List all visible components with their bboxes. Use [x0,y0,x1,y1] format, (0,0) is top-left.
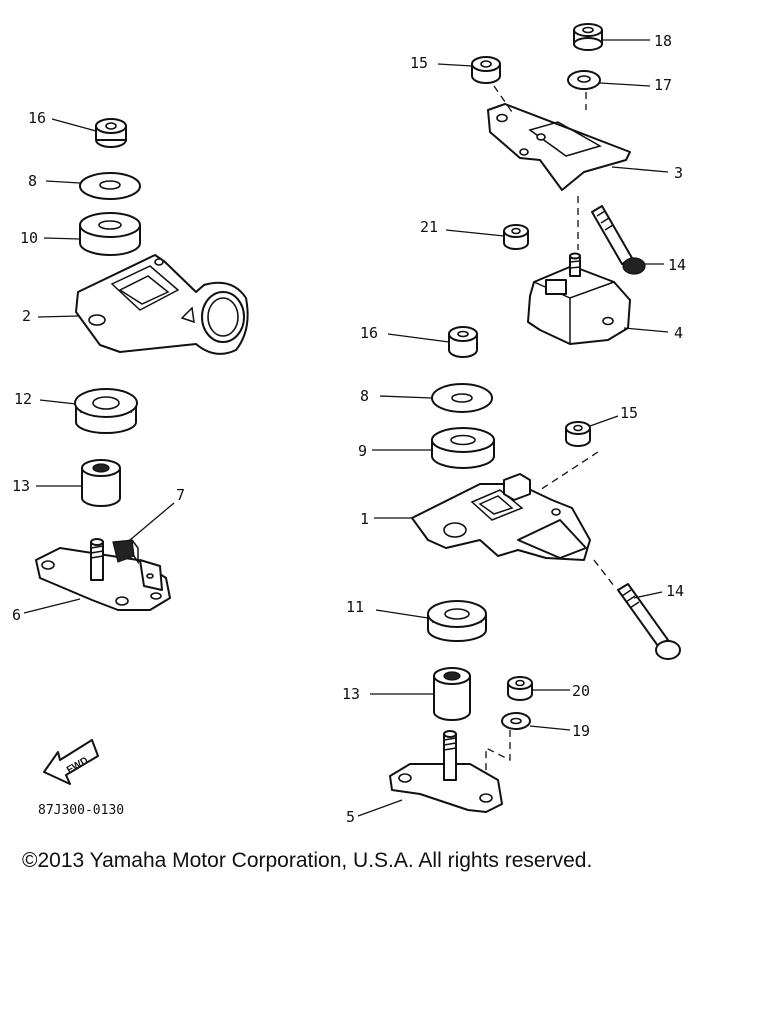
part-9-damper[interactable] [431,427,495,469]
part-5-plate[interactable] [389,730,503,813]
part-13-collar[interactable] [433,667,471,721]
copyright-notice: ©2013 Yamaha Motor Corporation, U.S.A. A… [22,849,593,872]
leader-12 [39,399,77,405]
leader-3 [611,166,669,173]
leader-6 [23,598,81,614]
axis-line [593,559,615,587]
part-2-bracket[interactable] [75,254,249,355]
leader-14b [633,591,663,599]
part-7-clip[interactable] [112,539,139,565]
part-17-washer[interactable] [567,70,601,90]
callout-1: 1 [360,510,369,528]
leader-5 [357,799,403,817]
callout-12: 12 [14,390,32,408]
axis-line [485,730,511,790]
callout-8a: 8 [28,172,37,190]
callout-11: 11 [346,598,364,616]
leader-8a [45,180,81,184]
callout-17: 17 [654,76,672,94]
part-16-nut[interactable] [448,326,478,358]
callout-13b: 13 [342,685,360,703]
diagram-code: 87J300-0130 [38,803,124,818]
callout-18: 18 [654,32,672,50]
callout-15a: 15 [410,54,428,72]
leader-16b [387,333,450,343]
leader-17 [599,82,651,87]
parts-diagram: 16 8 10 2 12 13 [12,23,686,826]
callout-9: 9 [358,442,367,460]
leader-19 [529,725,571,731]
callout-20: 20 [572,682,590,700]
callout-14a: 14 [668,256,686,274]
leader-10 [43,237,81,240]
callout-21: 21 [420,218,438,236]
part-11-rubber-mount[interactable] [427,600,487,642]
callout-4: 4 [674,324,683,342]
leader-2 [37,315,79,318]
callout-19: 19 [572,722,590,740]
part-12-rubber-mount[interactable] [74,388,138,434]
callout-16a: 16 [28,109,46,127]
part-20-nut[interactable] [507,676,533,701]
leader-16a [51,118,97,132]
part-3-plate[interactable] [487,103,631,191]
callout-14b: 14 [666,582,684,600]
part-15-nut[interactable] [471,56,501,84]
callout-2: 2 [22,307,31,325]
callout-6: 6 [12,606,21,624]
part-21-nut[interactable] [503,224,529,250]
leader-4 [623,327,669,333]
leader-21 [445,229,505,237]
part-6-plate[interactable] [35,538,171,611]
leader-11 [375,609,429,619]
part-15-nut[interactable] [565,421,591,447]
axis-line [493,85,513,113]
leader-15b [589,415,619,427]
fwd-arrow-icon: FWD [43,739,99,785]
axis-line [539,451,599,491]
part-8-washer[interactable] [79,172,141,200]
callout-13a: 13 [12,477,30,495]
callout-10: 10 [20,229,38,247]
callout-3: 3 [674,164,683,182]
part-19-washer[interactable] [501,712,531,730]
part-14-bolt[interactable] [591,205,646,275]
part-16-nut[interactable] [95,118,127,148]
part-14-bolt[interactable] [617,583,681,660]
part-4-engine-mount[interactable] [527,252,631,345]
callout-15b: 15 [620,404,638,422]
callout-8b: 8 [360,387,369,405]
part-18-nut[interactable] [573,23,603,51]
part-1-bracket[interactable] [411,473,591,561]
leader-15a [437,63,473,67]
leader-8b [379,395,433,399]
leader-7 [129,502,175,541]
part-10-damper[interactable] [79,212,141,256]
part-13-collar[interactable] [81,459,121,507]
callout-16b: 16 [360,324,378,342]
part-8-washer[interactable] [431,383,493,413]
callout-7: 7 [176,486,185,504]
callout-5: 5 [346,808,355,826]
